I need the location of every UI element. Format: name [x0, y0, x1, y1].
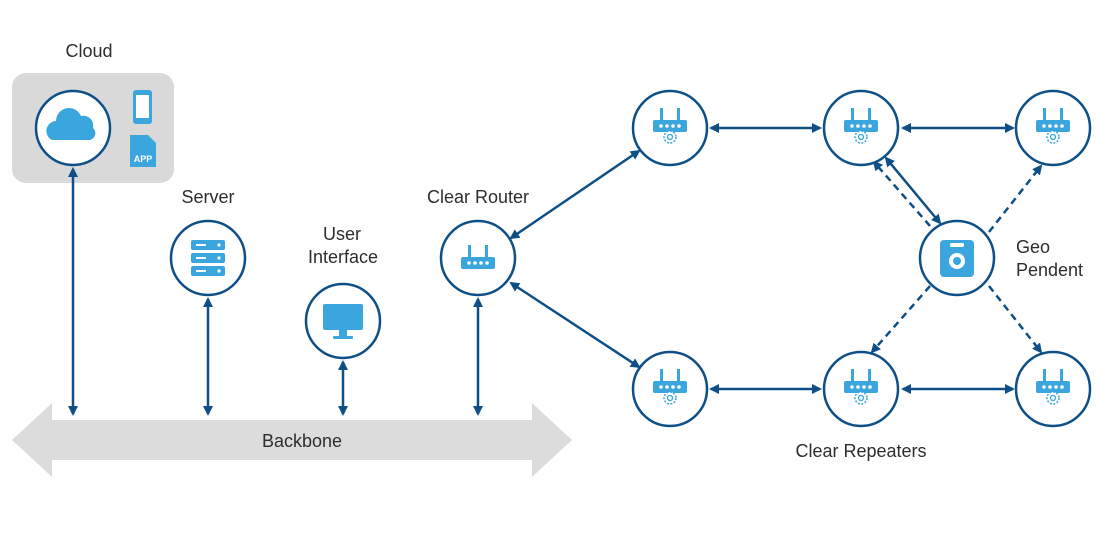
cloud-icon	[46, 108, 96, 140]
server-stack-icon	[191, 240, 225, 276]
smartphone-icon	[133, 90, 152, 124]
cloud-label: Cloud	[65, 41, 112, 61]
repeater-node-bottom-middle[interactable]	[822, 350, 900, 428]
user-interface-label-line1: User	[323, 224, 361, 244]
app-badge-text: APP	[134, 154, 153, 164]
backbone-label: Backbone	[262, 431, 342, 451]
pendent-dashed-link-bottom-right	[988, 285, 1043, 354]
pendent-device-icon	[940, 240, 974, 277]
geo-pendent-label-line2: Pendent	[1016, 260, 1083, 280]
pendent-dashed-link-bottom-middle	[870, 285, 931, 354]
repeater-node-bottom-right[interactable]	[1014, 350, 1092, 428]
user-interface-label-line2: Interface	[308, 247, 378, 267]
router-repeater-bottom-link	[509, 281, 641, 369]
clear-router-node[interactable]	[439, 219, 517, 297]
pendent-solid-link	[884, 156, 942, 225]
cloud-node[interactable]	[34, 89, 112, 167]
router-repeater-top-link	[509, 149, 641, 240]
user-interface-node[interactable]	[304, 282, 382, 360]
clear-router-label: Clear Router	[427, 187, 529, 207]
server-node[interactable]	[169, 219, 247, 297]
repeater-node-bottom-left[interactable]	[631, 350, 709, 428]
geo-pendent-node[interactable]	[918, 219, 996, 297]
monitor-icon	[323, 304, 363, 339]
clear-repeaters-label: Clear Repeaters	[795, 441, 926, 461]
repeater-node-top-left[interactable]	[631, 89, 709, 167]
repeater-node-top-middle[interactable]	[822, 89, 900, 167]
app-file-icon: APP	[130, 135, 156, 167]
server-label: Server	[181, 187, 234, 207]
backbone-arrow	[12, 403, 572, 477]
pendent-dashed-link-top-right	[988, 164, 1043, 233]
geo-pendent-label-line1: Geo	[1016, 237, 1050, 257]
repeater-node-top-right[interactable]	[1014, 89, 1092, 167]
pendent-dashed-link-top-middle	[872, 160, 931, 227]
